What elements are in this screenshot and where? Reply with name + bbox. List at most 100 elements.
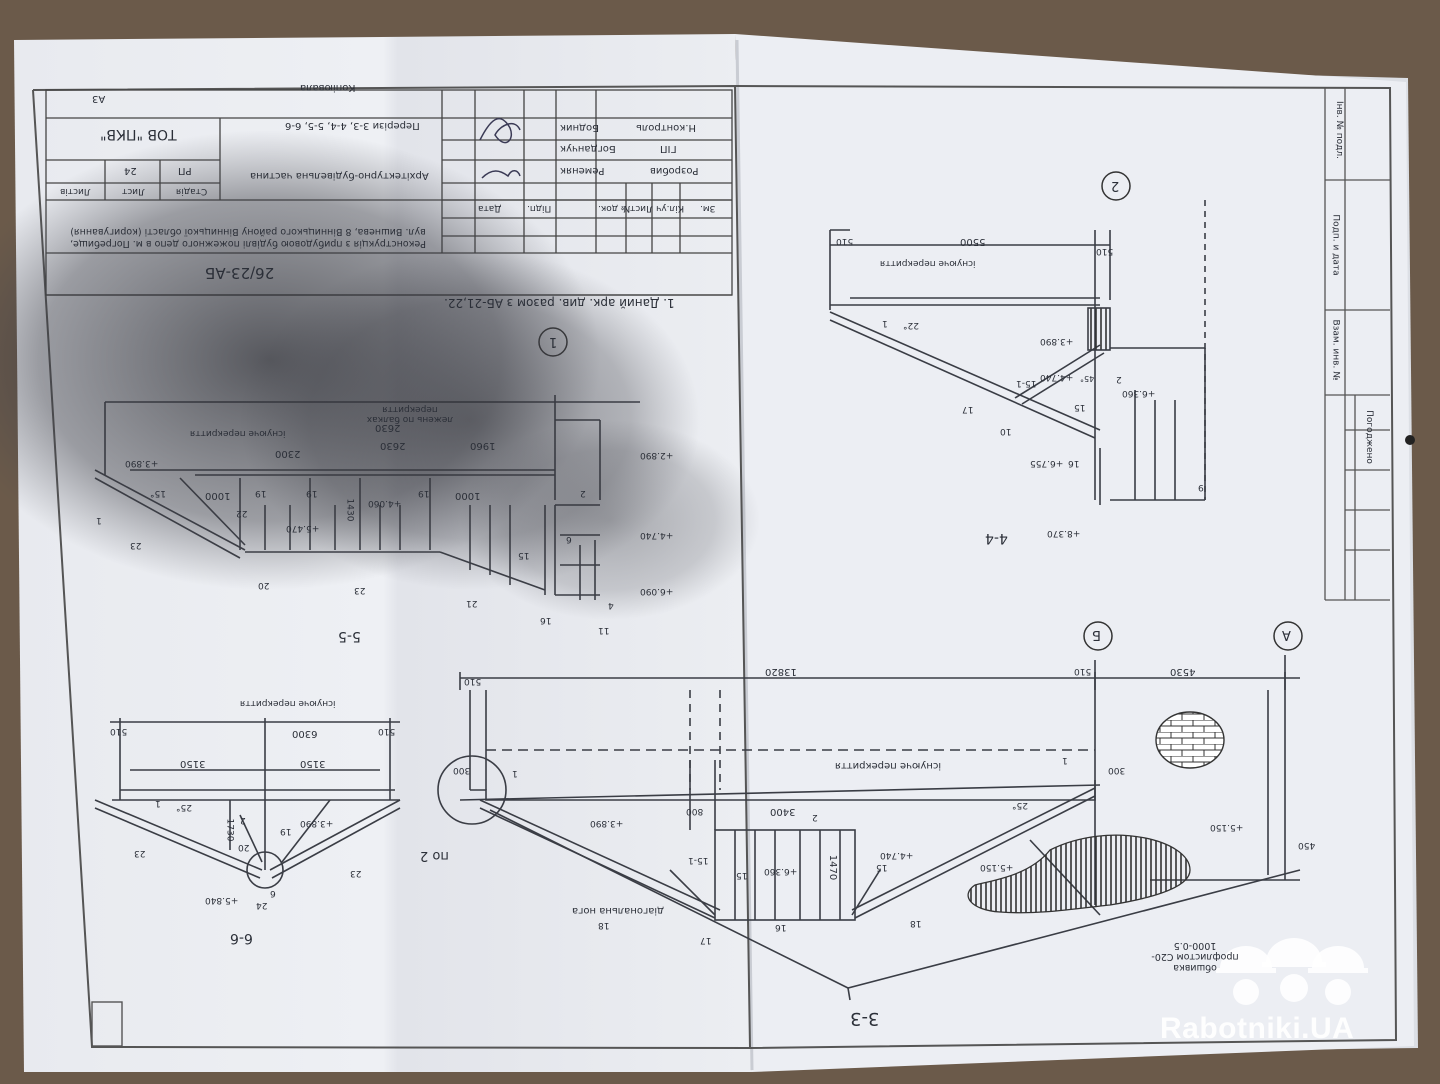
level-6360-4-4: +6.360 <box>1122 388 1156 398</box>
section-4-4-title: 4-4 <box>985 530 1008 546</box>
dim-1000-a: 1000 <box>205 490 231 501</box>
mark-5-5-20: 20 <box>258 580 270 590</box>
mark-5-5-23-b: 23 <box>354 585 366 595</box>
mark-17: 17 <box>700 935 712 945</box>
role-control: Н.контроль <box>636 122 696 133</box>
dim-6300: 6300 <box>292 728 318 739</box>
mark-6-6-19: 19 <box>280 826 292 836</box>
stage-value: РП <box>178 165 192 176</box>
mark-6-6-23-b: 23 <box>350 868 362 878</box>
dim-510-4-4-right: 510 <box>1096 246 1114 256</box>
mark-5-5-4: 4 <box>608 600 614 610</box>
level-4060: +4.060 <box>368 498 402 508</box>
note-text: 1. Даний арк. див. разом з АБ-21,22. <box>444 296 675 310</box>
mark-5-5-16: 16 <box>540 615 552 625</box>
part-name: Архітектурно-будівельна частина <box>250 170 429 181</box>
mark-15-1: 15-1 <box>688 855 709 865</box>
company-name: ТОВ "ПКВ" <box>100 126 177 142</box>
mark-6-6-6: 6 <box>270 888 276 898</box>
dim-2300: 2300 <box>275 448 301 459</box>
section-6-6-title: 6-6 <box>230 930 253 946</box>
mark-6-6-1: 1 <box>155 798 161 808</box>
mark-4-4-9: 9 <box>1198 482 1204 492</box>
mark-5-5-19-c: 19 <box>418 488 430 498</box>
stamp-replace: Взам. инв. № <box>1330 319 1341 381</box>
dim-300-right: 300 <box>1108 765 1126 775</box>
mark-5-5-1: 1 <box>96 515 102 525</box>
label-profile-sheet: обшивка профлистом С20-1000-0.5 <box>1151 940 1239 973</box>
angle-15: 15° <box>150 488 166 498</box>
dim-510-4-4-left: 510 <box>836 236 854 246</box>
mark-18-a: 18 <box>598 920 610 930</box>
mark-5-5-21: 21 <box>466 598 478 608</box>
mark-5-5-2: 2 <box>580 488 586 498</box>
copied-label: Копіювала <box>300 82 356 93</box>
label-by-2: по 2 <box>420 848 449 863</box>
col-header-change: Зм. <box>700 203 716 213</box>
mark-6-6-20: 20 <box>238 842 250 852</box>
level-5840: +5.840 <box>205 895 239 905</box>
level-5150-a: +5.150 <box>1210 822 1244 832</box>
stamp-approval: Погоджено <box>1363 410 1374 464</box>
dim-3150-b: 3150 <box>300 758 326 769</box>
dim-5500: 5500 <box>960 236 986 247</box>
role-developer: Розробив <box>650 165 699 176</box>
level-3890-5-5: +3.890 <box>125 458 159 468</box>
mark-5-5-19-b: 19 <box>306 488 318 498</box>
label-beam-sleeper: лежень по балках перекриття <box>366 404 454 424</box>
dim-1730: 1730 <box>224 818 235 842</box>
level-2890: +2.890 <box>640 450 674 460</box>
angle-25-3-3: 25° <box>1012 800 1028 810</box>
label-existing-floor-3-3: існуюче перекриття <box>835 760 942 771</box>
level-6755: +6.755 <box>1030 458 1064 468</box>
mark-1-a: 1 <box>512 768 518 778</box>
mark-16: 16 <box>775 922 787 932</box>
level-3890-4-4: +3.890 <box>1040 336 1074 346</box>
label-existing-floor-6-6: існуюче перекриття <box>240 698 336 708</box>
label-existing-floor-4-4: існуюче перекриття <box>880 258 976 268</box>
level-3890-6-6: +3.890 <box>300 818 334 828</box>
section-5-5-title: 5-5 <box>338 628 361 644</box>
dim-1000-b: 1000 <box>455 490 481 501</box>
dim-1430: 1430 <box>344 498 355 522</box>
mark-4-4-1: 1 <box>882 318 888 328</box>
level-6090: +6.090 <box>640 586 674 596</box>
dim-450: 450 <box>1298 840 1316 850</box>
col-header-doc: № док. <box>598 203 631 213</box>
mark-5-5-6: 6 <box>566 534 572 544</box>
mark-15-a: 15 <box>736 870 748 880</box>
mark-4-4-2: 2 <box>1116 374 1122 384</box>
stamp-sign: Подп. и дата <box>1330 214 1341 276</box>
sheet-title: Перерізи 3-3, 4-4, 5-5, 6-6 <box>285 120 420 131</box>
level-4740-4-4: +4.740 <box>1040 372 1074 382</box>
dim-510-6-6-right: 510 <box>378 726 396 736</box>
axis-1: 1 <box>549 334 558 349</box>
mark-2: 2 <box>812 812 818 822</box>
sheet-number: 24 <box>124 165 137 176</box>
mark-4-4-10: 10 <box>1000 426 1012 436</box>
mark-5-5-22: 22 <box>236 508 248 518</box>
doc-code: 26/23-АБ <box>205 264 275 282</box>
dim-510-right: 510 <box>1074 666 1092 676</box>
mark-5-5-23-a: 23 <box>130 540 142 550</box>
level-6360: +6.360 <box>764 866 798 876</box>
level-4740: +4.740 <box>880 850 914 860</box>
stamp-inv: Інв. № подл. <box>1334 100 1345 160</box>
dim-3150-a: 3150 <box>180 758 206 769</box>
level-8370: +8.370 <box>1047 528 1081 538</box>
name-developer: Ременяк <box>560 165 605 176</box>
dim-1470: 1470 <box>827 854 839 881</box>
mark-4-4-15-1: 15-1 <box>1016 378 1037 388</box>
axis-a: А <box>1282 627 1291 642</box>
level-5470: +5.470 <box>286 523 320 533</box>
angle-22: 22° <box>903 320 919 330</box>
mark-1-b: 1 <box>1062 755 1068 765</box>
mark-18-b: 18 <box>910 918 922 928</box>
label-diagonal-leg: діагональна нога <box>572 905 665 916</box>
dim-3400: 3400 <box>770 806 796 817</box>
dim-13820: 13820 <box>765 666 797 677</box>
watermark-logo-text: Rabotniki.UA <box>1160 1012 1355 1045</box>
dim-800: 800 <box>686 806 704 816</box>
